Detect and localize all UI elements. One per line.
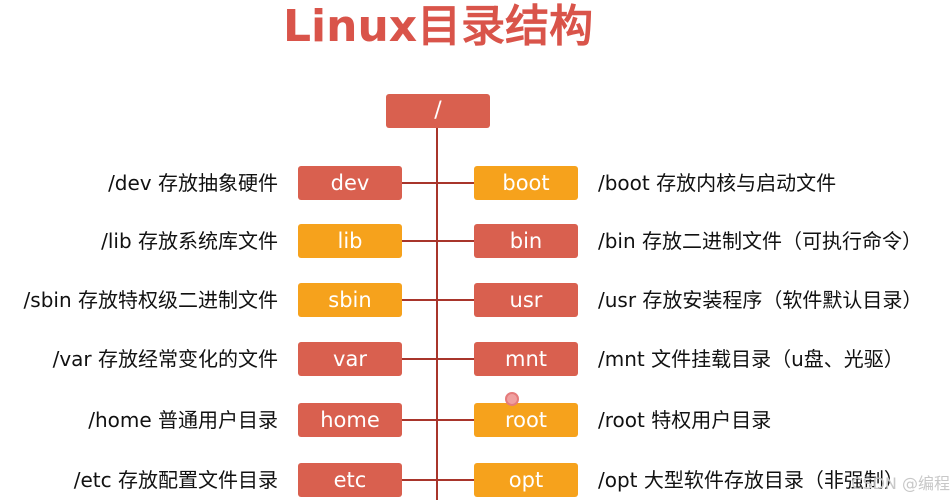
directory-node-var: var: [298, 342, 402, 376]
directory-node-bin: bin: [474, 224, 578, 258]
connector-line-sbin: [402, 299, 437, 301]
description-dev: /dev 存放抽象硬件: [108, 171, 278, 195]
directory-node-lib: lib: [298, 224, 402, 258]
directory-node-usr: usr: [474, 283, 578, 317]
connector-line-boot: [437, 182, 474, 184]
description-boot: /boot 存放内核与启动文件: [598, 171, 837, 195]
page-title: Linux目录结构: [283, 1, 594, 52]
description-sbin: /sbin 存放特权级二进制文件: [23, 288, 278, 312]
directory-node-root: root: [474, 403, 578, 437]
cursor-pointer-icon: [505, 392, 519, 406]
watermark: CSDN @编程: [851, 474, 950, 493]
connector-line-opt: [437, 479, 474, 481]
description-root: /root 特权用户目录: [598, 408, 772, 432]
description-lib: /lib 存放系统库文件: [101, 229, 278, 253]
connector-line-home: [402, 419, 437, 421]
root-directory-node: /: [386, 94, 490, 128]
connector-line-root: [437, 419, 474, 421]
connector-line-bin: [437, 240, 474, 242]
connector-line-dev: [402, 182, 437, 184]
description-var: /var 存放经常变化的文件: [52, 347, 278, 371]
directory-node-mnt: mnt: [474, 342, 578, 376]
directory-node-sbin: sbin: [298, 283, 402, 317]
connector-line-var: [402, 358, 437, 360]
description-mnt: /mnt 文件挂载目录（u盘、光驱）: [598, 347, 904, 371]
directory-node-opt: opt: [474, 463, 578, 497]
connector-line-mnt: [437, 358, 474, 360]
connector-line-etc: [402, 479, 437, 481]
description-home: /home 普通用户目录: [88, 408, 278, 432]
description-etc: /etc 存放配置文件目录: [73, 468, 278, 492]
tree-trunk-line: [436, 128, 438, 500]
description-usr: /usr 存放安装程序（软件默认目录）: [598, 288, 923, 312]
directory-node-boot: boot: [474, 166, 578, 200]
description-bin: /bin 存放二进制文件（可执行命令）: [598, 229, 923, 253]
directory-node-home: home: [298, 403, 402, 437]
directory-node-etc: etc: [298, 463, 402, 497]
description-opt: /opt 大型软件存放目录（非强制）: [598, 468, 904, 492]
connector-line-lib: [402, 240, 437, 242]
directory-node-dev: dev: [298, 166, 402, 200]
connector-line-usr: [437, 299, 474, 301]
